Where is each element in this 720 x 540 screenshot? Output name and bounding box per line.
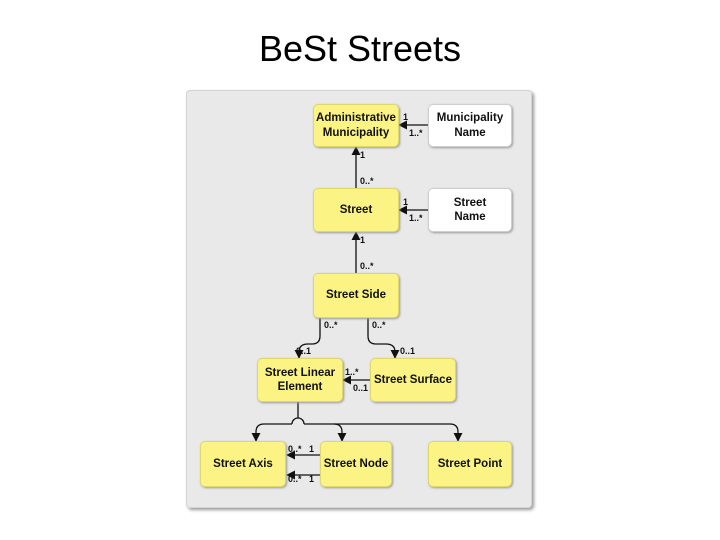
box-label: Street [339,203,373,216]
box-label: Street Surface [374,373,452,386]
box-label: Street Point [437,457,503,470]
multiplicity-label: 0..* [372,320,386,330]
box-street-side: Street Side [313,273,399,318]
box-street-axis: Street Axis [200,441,286,487]
box-street: Street [313,188,399,232]
multiplicity-label: 0..* [360,176,374,186]
multiplicity-label: 1 [360,235,366,245]
box-label: Street Side [325,289,387,302]
connector-side-linear [294,318,321,359]
multiplicity-label: 1 [403,112,409,122]
multiplicity-label: 1 [360,150,366,160]
generalization-center [304,423,347,442]
box-street-linear-element: Street Linear Element [257,358,343,402]
box-label: Street Axis [213,457,273,470]
multiplicity-label: 1..* [345,367,359,377]
box-street-name: Street Name [428,188,512,232]
box-street-surface: Street Surface [370,358,456,402]
multiplicity-label: 0..1 [400,346,416,356]
connector-side-surface [367,318,400,359]
multiplicity-label: 1 [309,444,315,454]
multiplicity-label: 1..* [409,128,423,138]
box-street-point: Street Point [428,441,512,487]
box-municipality-name: Municipality Name [428,104,512,147]
box-label: Street Linear Element [264,366,336,393]
box-street-node: Street Node [320,441,392,487]
multiplicity-label: 1 [403,197,409,207]
box-administrative-municipality: Administrative Municipality [313,104,399,147]
box-label: Municipality Name [436,112,504,139]
box-label: Street Node [323,457,389,470]
multiplicity-label: 1..* [409,213,423,223]
box-label: Street Name [453,196,487,223]
generalization-left [251,423,292,442]
box-label: Administrative Municipality [316,112,396,139]
multiplicity-label: 0..* [324,320,338,330]
multiplicity-label: 0..* [288,474,302,484]
slide-title: BeSt Streets [258,28,462,69]
multiplicity-label: 1 [309,474,315,484]
generalization-arc [291,417,305,425]
multiplicity-label: 0..* [360,261,374,271]
multiplicity-label: 0..* [288,444,302,454]
generalization-right [334,423,463,442]
multiplicity-label: 0..1 [296,346,312,356]
multiplicity-label: 0..1 [353,383,369,393]
